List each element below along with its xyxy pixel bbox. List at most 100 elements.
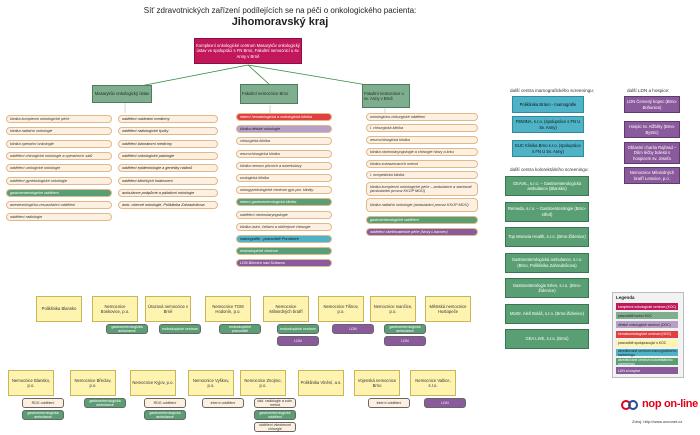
mamo-header: další centra mamografického screeningu:	[510, 88, 595, 93]
hospital-unit: gastroenterologické oddělení	[254, 410, 296, 420]
fnbrno-dept-item: interní hematologická a onkologická klin…	[236, 113, 332, 121]
mamo-center-box: EUC Klinika Brno s.r.o. (spolupráce s FN…	[512, 140, 584, 157]
mou-dept-item: oddělení radiologie	[6, 213, 112, 222]
legend-item: dětské onkologické centrum (DOC)	[616, 321, 678, 329]
legend-title: Legenda	[616, 295, 635, 300]
mou-dept-item: oddělení gynekologické onkologie	[6, 176, 112, 185]
hospital-unit: LDN	[424, 398, 466, 408]
hospital-box: Městská nemocnice Hustopeče	[425, 296, 471, 322]
fnbrno-dept-item: chirurgická klinika	[236, 137, 332, 146]
fnbrno-dept-item: mamografie - pracoviště Porodnice	[236, 235, 332, 243]
hospital-box: Poliklinika Blansko	[36, 296, 82, 322]
hub-fnusa: Fakultní nemocnice u sv. Anny v Brně	[362, 84, 410, 108]
kolo-center-box: Top Moravia Health, s.r.o. (Brno-Židenic…	[505, 227, 589, 247]
fnusa-dept-item: oddělení ošetřovatelské péče (Nový Lísko…	[366, 228, 478, 236]
hospital-box: Nemocnice Tišnov, p.o.	[318, 296, 364, 322]
kolo-center-box: Remeda, s.r.o. – Gastroenterologie (Brno…	[505, 201, 589, 222]
hospital-unit: odd. radiologie a zobr. metod	[254, 398, 296, 408]
mou-dept-item: oddělení onkologické patologie	[118, 151, 218, 160]
kolo-center-box: GEA LIVE, s.r.o. (Brno)	[505, 329, 589, 349]
hospital-unit: gastroenterologická ambulance	[144, 410, 186, 420]
hospital-box: Nemocnice Milosrdných bratří	[263, 296, 309, 322]
fnusa-dept-item: klinika zobrazovacích metod	[366, 160, 478, 168]
fnusa-dept-item: klinika otorinolaryngologie a chirurgie …	[366, 148, 478, 156]
hub-fnbrno: Fakultní nemocnice Brno	[240, 84, 298, 104]
hospital-box: Vojenská nemocnice Brno	[354, 370, 400, 396]
hospital-unit: endoskopické pracoviště	[219, 324, 261, 334]
logo-text: nop on-line	[642, 398, 698, 410]
fnbrno-dept-item: urologická klinika	[236, 174, 332, 182]
fnbrno-dept-item: interní gastroenterologická klinika	[236, 198, 332, 207]
hospital-unit: interní oddělení	[202, 398, 244, 408]
mou-dept-item: oddělení nukleární medicíny	[118, 115, 218, 123]
fnusa-dept-item: klinika komplexní onkologické péče – amb…	[366, 182, 478, 196]
region-title: Jihomoravský kraj	[231, 16, 329, 28]
fnbrno-dept-item: LDN Bílovice nad Svitavou	[236, 259, 332, 268]
fnusa-dept-item: neurochirurgická klinika	[366, 136, 478, 144]
mou-dept-item: klinika operační onkologie	[6, 139, 112, 148]
mou-dept-item: oddělení chirurgické onkologie a operačn…	[6, 151, 112, 160]
ribbon-icon	[621, 400, 638, 410]
fnbrno-dept-item: onkogynekologické centrum gyn-por. klini…	[236, 186, 332, 195]
kolo-center-box: Gastroenterologie Erlen, s.r.o. (Brno-Ži…	[505, 278, 589, 298]
ldn-header: další LDN a hospice:	[627, 88, 670, 93]
mou-dept-item: oddělení radiologické fyziky	[118, 127, 218, 136]
hospital-box: Nemocnice Blansko, p.o.	[8, 370, 54, 396]
mou-dept-item: oddělení klinických hodnocení	[118, 176, 218, 185]
legend-item: akreditované centrum mamografického scre…	[616, 348, 678, 357]
hospital-unit: LDN	[277, 336, 319, 346]
legend: Legenda komplexní onkologické centrum (K…	[612, 292, 684, 378]
legend-item: pracoviště spolupracující s KOC	[616, 339, 678, 347]
hospital-unit: RDG oddělení	[144, 398, 186, 408]
hospital-box: Nemocnice Znojmo, p.o.	[240, 370, 286, 396]
kolo-center-box: Gastroenterologická ambulance, s.r.o. (B…	[505, 252, 589, 273]
mamo-center-box: FEMINA, s.r.o. (spolupráce s FN U Sv. An…	[512, 116, 584, 133]
mamo-center-box: Poliklinika Bráno - mamografie	[512, 96, 584, 113]
hospital-box: Nemocnice Kyjov, p.o.	[130, 370, 176, 396]
brand-logo: nop on-line	[618, 395, 698, 417]
fnusa-dept-item: I. ortopedická klinika	[366, 171, 478, 179]
fnbrno-dept-item: klinika dětské onkologie	[236, 125, 332, 134]
hospital-box: Nemocnice Valtice, s.r.o.	[410, 370, 456, 396]
hospital-box: Nemocnice Boskovice, p.o.	[92, 296, 138, 322]
ldn-box: Nemocnice Milosrdných bratří Letovice, p…	[624, 167, 680, 184]
fnusa-dept-item: klinika radiační onkologie (ambulantní p…	[366, 198, 478, 212]
fnusa-dept-item: onkologicko-chirurgické oddělení	[366, 113, 478, 121]
legend-item: LDN a hospice	[616, 367, 678, 375]
hospital-unit: oddělení všeobecné chirurgie	[254, 422, 296, 432]
kolo-center-box: MUDr. Aleš Boláš, s.r.o. (Brno-Židenice)	[505, 303, 589, 324]
hospital-box: Nemocnice Břeclav, p.o.	[70, 370, 116, 396]
koc-center-box: Komplexní onkologické centrum Masarykův …	[194, 38, 302, 64]
source-text: Zdroj: http://www.onconet.cz	[632, 419, 683, 424]
legend-item: akreditované centrum kolorektálního scre…	[616, 358, 678, 366]
hospital-unit: gastroenterologická ambulance	[384, 324, 426, 334]
mou-dept-item: anesteziologicko-resuscitační oddělení	[6, 201, 112, 210]
ldn-box: Oblastní charita Rajhrad – Dům léčby bol…	[624, 142, 680, 164]
legend-item: pracoviště tvořící KOC	[616, 312, 678, 320]
hospital-box: Nemocnice Vyškov, p.o.	[188, 370, 234, 396]
kolo-header: další centra kolorektálního screeningu:	[510, 167, 589, 172]
hospital-box: Poliklinika Vlnění, a.s.	[298, 370, 344, 396]
hospital-unit: LDN	[384, 336, 426, 346]
legend-item: hematoonkologické centrum (HOC)	[616, 330, 678, 338]
hospital-unit: gastroenterologická ambulance	[106, 324, 148, 334]
hospital-unit: endoskopické centrum	[159, 324, 201, 334]
fnusa-dept-item: I. chirurgická klinika	[366, 124, 478, 132]
fnbrno-dept-item: oddělení otorinolaryngologie	[236, 210, 332, 219]
mou-dept-item: oddělení urologické onkologie	[6, 164, 112, 173]
hospital-unit: gastroenterologická ambulance	[84, 398, 126, 408]
mou-dept-item: gastroenterologické oddělení	[6, 188, 112, 197]
mou-dept-item: ambulance podpůrné a paliativní onkologi…	[118, 188, 218, 197]
mou-dept-item: klinika radiační onkologie	[6, 127, 112, 136]
kolo-center-box: GEAVIL, s.r.o. – Gastroenterologická amb…	[505, 176, 589, 196]
fnusa-dept-item: gastroenterologické oddělení	[366, 216, 478, 224]
mou-dept-item: amb. obecné onkologie, Poliklinika Zahra…	[118, 201, 218, 210]
mou-dept-item: klinika komplexní onkologické péče	[6, 115, 112, 123]
hospital-unit: LDN	[332, 324, 374, 334]
ldn-box: LDN Červený kopec (Brno-Bohunice)	[624, 96, 680, 113]
hospital-unit: interní oddělení	[368, 398, 410, 408]
fnbrno-dept-item: endoskopické centrum	[236, 247, 332, 256]
hospital-unit: endoskopické centrum	[277, 324, 319, 334]
mou-dept-item: oddělení laboratorní medicíny	[118, 139, 218, 148]
hospital-unit: RDG oddělení	[22, 398, 64, 408]
